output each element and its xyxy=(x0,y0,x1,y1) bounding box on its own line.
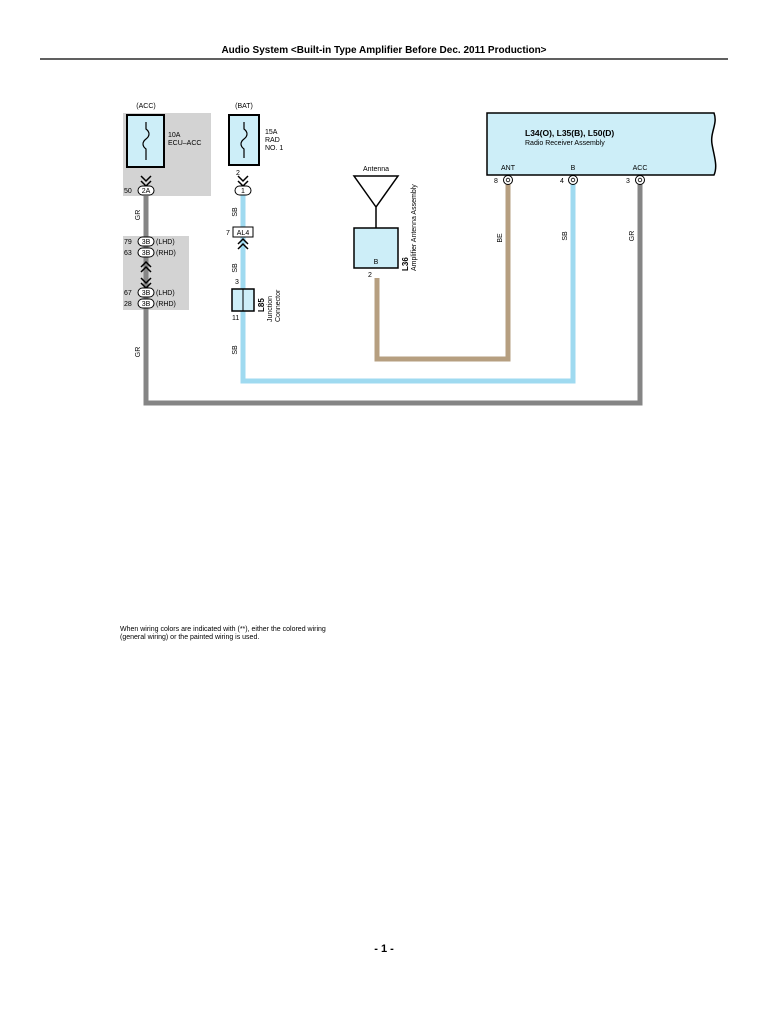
terminal-pin-b: 4 xyxy=(560,178,564,185)
radio-name: Radio Receiver Assembly xyxy=(525,140,605,147)
bat-source-label: (BAT) xyxy=(235,103,253,110)
gr-wire xyxy=(143,183,643,406)
wire-label-sb: SB xyxy=(562,231,569,241)
chevron-down-icon xyxy=(237,175,249,188)
al4-connector xyxy=(232,226,254,238)
junction-pin: 28 xyxy=(124,301,132,308)
terminal-pin-acc: 3 xyxy=(626,178,630,185)
junction-pin-top: 3 xyxy=(235,279,239,286)
bat-fuse-name-2: NO. 1 xyxy=(265,145,283,152)
junction-3b-label: 3B xyxy=(142,301,151,308)
terminal-label-b: B xyxy=(571,165,576,172)
terminal-acc-dot xyxy=(637,177,643,183)
wire-label-be: BE xyxy=(497,233,504,243)
junction-pin-bottom: 11 xyxy=(232,315,239,322)
al4-connector-label: AL4 xyxy=(237,230,250,237)
junction-3b-label: 3B xyxy=(142,239,151,246)
junction-3b xyxy=(137,236,155,247)
antenna-pin-label: B xyxy=(374,259,379,266)
terminal-acc xyxy=(635,175,645,185)
junction-variant: (LHD) xyxy=(156,239,175,246)
acc-connector-2a xyxy=(137,185,155,196)
acc-fuse-rating: 10A xyxy=(168,132,181,139)
acc-junction-shade xyxy=(123,236,189,310)
antenna-label: Antenna xyxy=(363,166,389,173)
bat-fuse-rating: 15A xyxy=(265,129,278,136)
radio-codes: L34(O), L35(B), L50(D) xyxy=(525,128,614,138)
wiring-note-line-1: When wiring colors are indicated with (*… xyxy=(120,626,326,633)
terminal-b-dot xyxy=(570,177,576,183)
bat-fuse-name-1: RAD xyxy=(265,137,280,144)
terminal-b xyxy=(568,175,578,185)
terminal-pin-ant: 8 xyxy=(494,178,498,185)
wire-label-sb: SB xyxy=(232,207,239,217)
junction-connector-name-1: Junction xyxy=(267,296,274,322)
junction-3b xyxy=(137,247,155,258)
acc-connector-2a-label: 2A xyxy=(142,188,151,195)
junction-connector-code: L85 xyxy=(257,298,266,312)
junction-variant: (RHD) xyxy=(156,301,176,308)
terminal-ant xyxy=(503,175,513,185)
terminal-label-ant: ANT xyxy=(501,165,516,172)
junction-pin: 79 xyxy=(124,239,132,246)
antenna-code: L36 xyxy=(401,257,410,271)
chevron-up-icon xyxy=(237,237,249,250)
fuse-icon xyxy=(240,122,248,158)
antenna-icon xyxy=(352,175,400,228)
junction-connector-name-2: Connector xyxy=(275,289,282,322)
acc-fuse-name: ECU–ACC xyxy=(168,140,201,147)
antenna-name: Amplifier Antenna Assembly xyxy=(411,184,418,271)
al4-pin: 7 xyxy=(226,230,230,237)
junction-3b xyxy=(137,287,155,298)
junction-3b-label: 3B xyxy=(142,250,151,257)
bat-connector-1-label: 1 xyxy=(241,188,245,195)
be-wire xyxy=(374,183,511,362)
wire-label-gr: GR xyxy=(135,347,142,358)
bat-pin-2: 2 xyxy=(236,170,240,177)
junction-3b xyxy=(137,298,155,309)
terminal-ant-dot xyxy=(505,177,511,183)
bat-connector-1 xyxy=(234,185,252,196)
acc-source-label: (ACC) xyxy=(136,103,155,110)
chevron-up-icon xyxy=(140,260,152,273)
junction-3b-label: 3B xyxy=(142,290,151,297)
terminal-label-acc: ACC xyxy=(633,165,648,172)
page-title: Audio System <Built-in Type Amplifier Be… xyxy=(221,45,546,56)
wire-label-sb: SB xyxy=(232,345,239,355)
antenna-pin: 2 xyxy=(368,272,372,279)
wire-label-sb: SB xyxy=(232,263,239,273)
wire-label-gr: GR xyxy=(135,210,142,221)
page-number: - 1 - xyxy=(374,943,394,955)
acc-pin-50: 50 xyxy=(124,188,132,195)
junction-variant: (LHD) xyxy=(156,290,175,297)
wiring-note-line-2: (general wiring) or the painted wiring i… xyxy=(120,634,259,641)
junction-pin: 67 xyxy=(124,290,132,297)
fuse-icon xyxy=(142,122,150,160)
junction-variant: (RHD) xyxy=(156,250,176,257)
radio-receiver-box xyxy=(486,112,717,176)
antenna-amplifier-box xyxy=(353,227,399,269)
junction-pin: 63 xyxy=(124,250,132,257)
wire-label-gr: GR xyxy=(629,231,636,242)
sb-wire xyxy=(240,183,576,384)
